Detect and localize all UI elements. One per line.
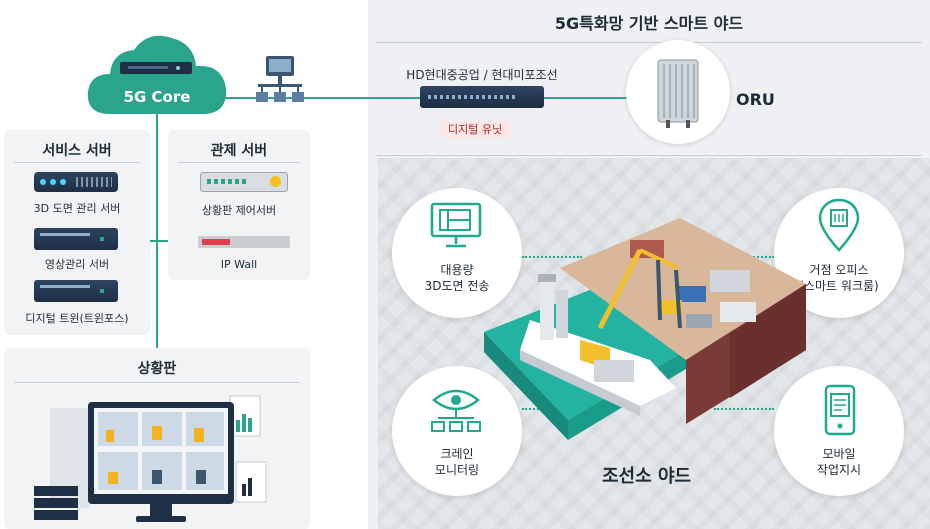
digital-unit-badge-text: 디지털 유닛 [440, 121, 511, 138]
digital-unit-device [420, 86, 544, 108]
feature-4-line1: 모바일 [822, 447, 856, 461]
oru-label: ORU [736, 90, 775, 109]
location-building-icon [818, 198, 860, 252]
feature-2-line1: 거점 오피스 [809, 263, 869, 277]
service-server-item-1: 3D 도면 관리 서버 [33, 202, 121, 215]
control-server-box [168, 130, 310, 280]
3d-drawing-server-device [34, 172, 118, 192]
service-server-divider [14, 162, 140, 163]
digital-unit-badge: 디지털 유닛 [440, 118, 511, 138]
panel-title: 5G특화망 기반 스마트 야드 [554, 14, 744, 33]
situation-board-divider [14, 382, 300, 383]
video-server-device [34, 228, 118, 250]
title-divider [376, 42, 922, 43]
service-server-title: 서비스 서버 [42, 143, 112, 159]
service-server-item-3: 디지털 트윈(트윈포스) [25, 312, 129, 325]
connector-1 [522, 256, 582, 258]
control-server-item-1: 상황판 제어서버 [201, 204, 277, 217]
connector-4 [714, 408, 774, 410]
feature-3-line2: 모니터링 [434, 463, 480, 477]
mobile-document-icon [824, 384, 856, 436]
section-divider [376, 155, 922, 156]
situation-monitor-illustration [34, 395, 267, 522]
digital-unit-company: HD현대중공업 / 현대미포조선 [406, 68, 558, 82]
situation-board-title: 상황판 [137, 361, 177, 377]
feature-3-line1: 크레인 [440, 447, 474, 461]
oru-circle [626, 40, 730, 144]
eye-network-icon [431, 389, 481, 432]
control-server-divider [178, 162, 300, 163]
control-server-title: 관제 서버 [210, 143, 268, 159]
cloud-icon [87, 35, 227, 114]
radio-unit-icon [657, 59, 699, 128]
ip-wall-device [198, 236, 290, 248]
feature-mobile-work [774, 366, 904, 496]
service-server-item-2: 영상관리 서버 [44, 258, 110, 271]
network-switch-icon [256, 56, 304, 102]
core-trunk-line [156, 100, 158, 350]
digital-twin-server-device [34, 280, 118, 302]
feature-4-line2: 작업지시 [816, 463, 862, 477]
control-server-device [200, 172, 288, 192]
feature-1-line2: 3D도면 전송 [424, 279, 490, 293]
server-link-line [125, 240, 195, 242]
control-server-item-2: IP Wall [220, 258, 258, 271]
feature-2-line2: (스마트 워크룸) [799, 279, 879, 293]
yard-label: 조선소 야드 [602, 466, 692, 487]
shipyard-illustration [484, 218, 806, 440]
blueprint-monitor-icon [430, 202, 482, 248]
feature-1-line1: 대용량 [440, 263, 474, 277]
cloud-label: 5G Core [123, 88, 191, 106]
